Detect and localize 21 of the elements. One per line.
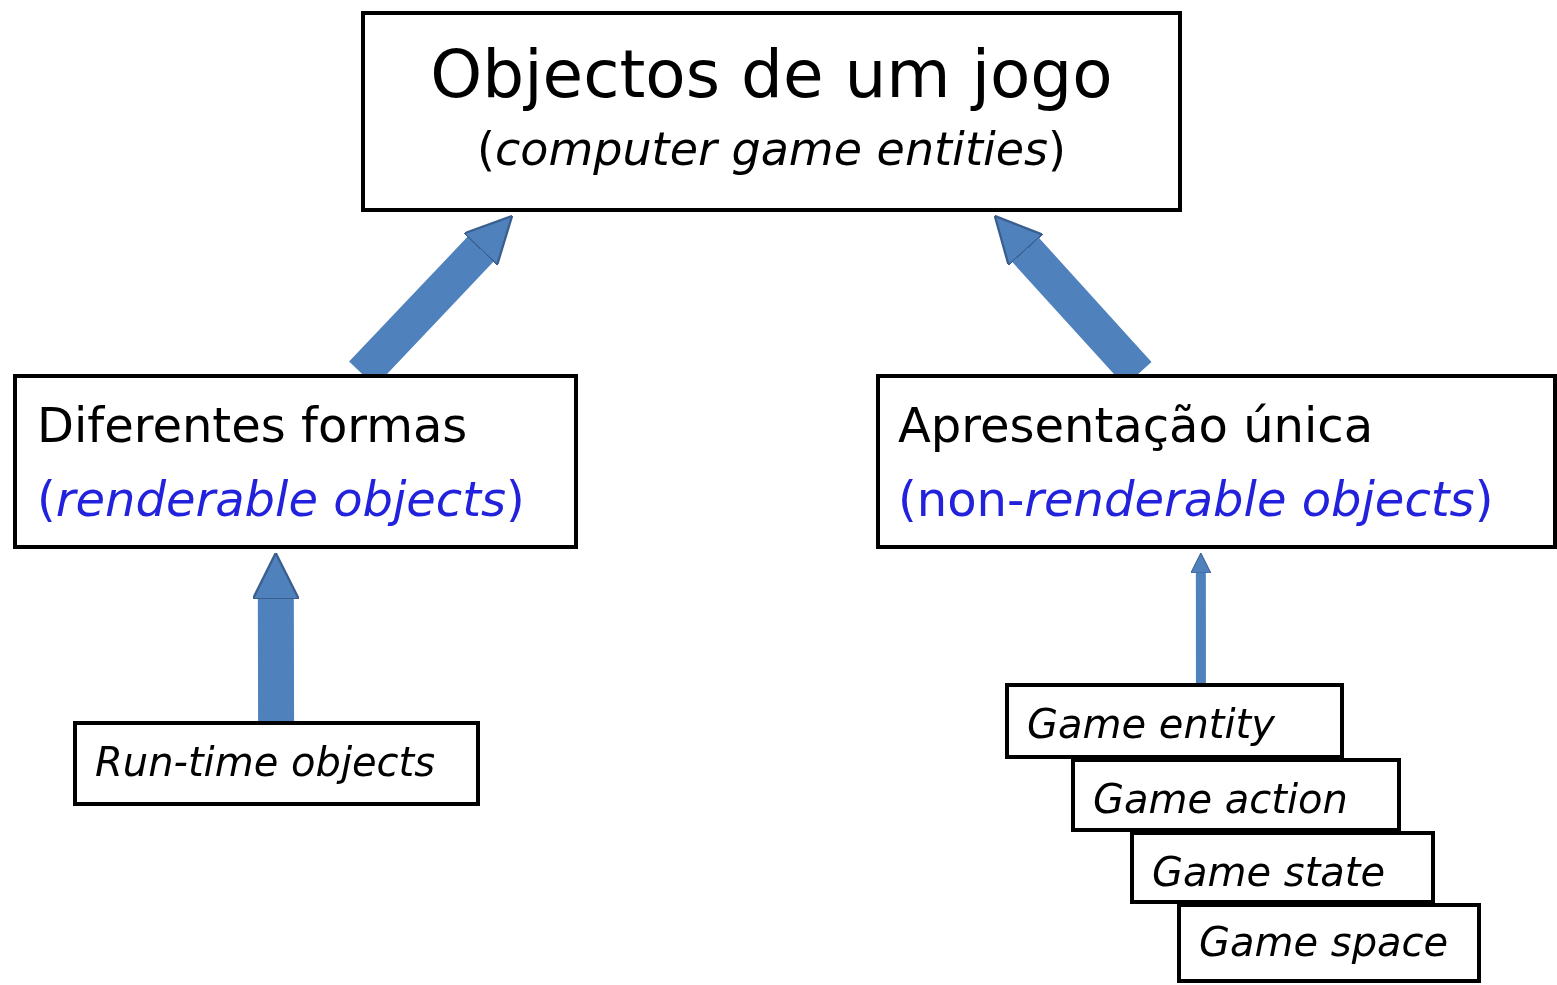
text-box bbox=[1177, 903, 1481, 983]
box-heading: Game state bbox=[1152, 849, 1386, 895]
block-arrow bbox=[251, 551, 300, 721]
box-heading: Objectos de um jogo bbox=[429, 37, 1114, 113]
text-box bbox=[1005, 683, 1344, 759]
text-box bbox=[73, 721, 480, 806]
box-heading: Apresentação única bbox=[898, 398, 1374, 454]
box-heading: Game action bbox=[1093, 776, 1348, 822]
text-box bbox=[1071, 758, 1401, 832]
text-box bbox=[361, 11, 1182, 212]
box-subtitle: (renderable objects) bbox=[37, 472, 525, 528]
block-arrow bbox=[1190, 552, 1212, 683]
box-subtitle: (computer game entities) bbox=[476, 123, 1067, 176]
box-heading: Game entity bbox=[1027, 701, 1275, 747]
box-heading: Run-time objects bbox=[95, 739, 436, 785]
box-subtitle: (non-renderable objects) bbox=[898, 472, 1494, 528]
text-box bbox=[1130, 831, 1435, 904]
box-heading: Game space bbox=[1199, 919, 1449, 965]
box-heading: Diferentes formas bbox=[37, 398, 468, 454]
text-box bbox=[13, 374, 578, 549]
text-box bbox=[876, 374, 1557, 549]
